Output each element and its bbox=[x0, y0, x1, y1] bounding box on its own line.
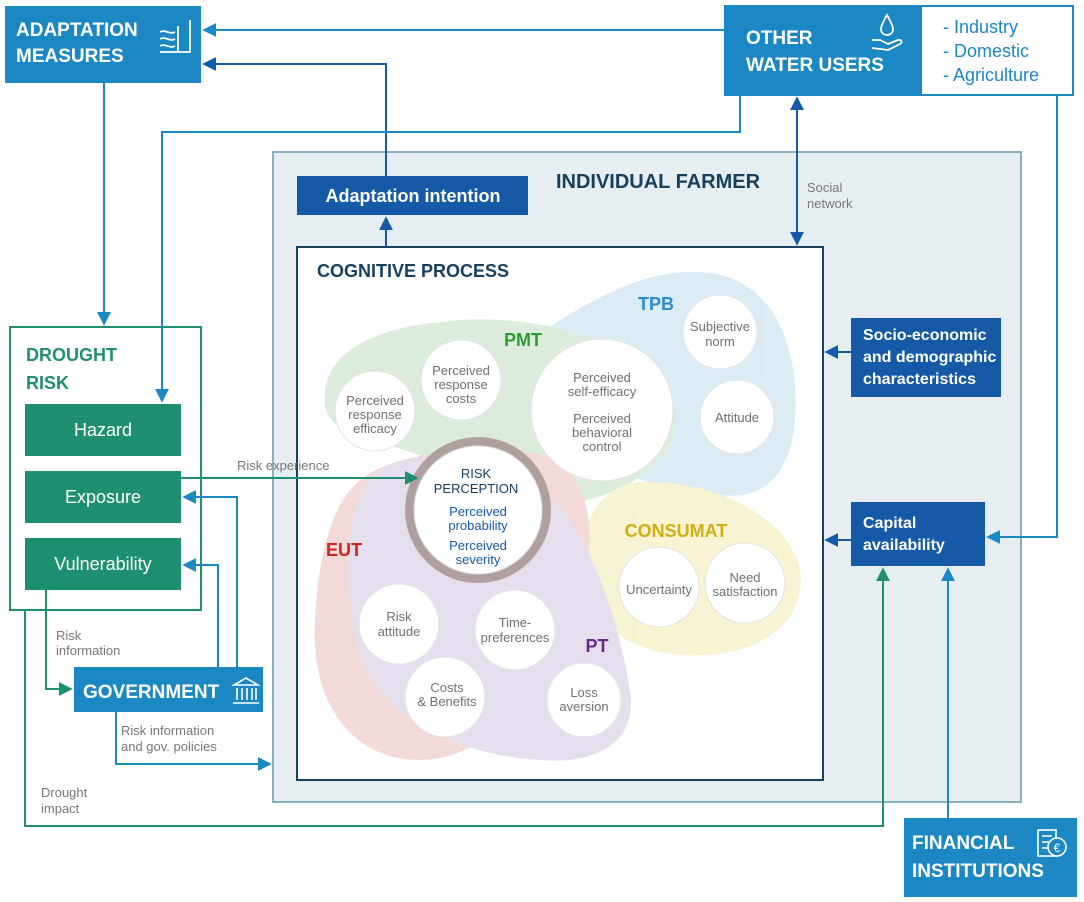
arrow-drought-impact bbox=[24, 567, 890, 827]
svg-text:FINANCIAL: FINANCIAL bbox=[912, 833, 1015, 854]
exposure-label: Exposure bbox=[65, 487, 141, 507]
arrow-government-to-exposure bbox=[182, 490, 238, 667]
vulnerability-box bbox=[25, 538, 181, 590]
svg-text:ADAPTATION: ADAPTATION bbox=[16, 20, 138, 41]
attitude-circle bbox=[699, 379, 775, 455]
svg-text:€: € bbox=[1054, 841, 1061, 855]
costs-benefits-text: Costs& Benefits bbox=[417, 680, 477, 709]
attitude-text: Attitude bbox=[715, 410, 759, 425]
svg-text:RISK: RISK bbox=[26, 373, 69, 393]
arrow-waterusers-to-hazard bbox=[155, 95, 741, 403]
cognitive-process-title: COGNITIVE PROCESS bbox=[317, 261, 509, 281]
individual-farmer-title: INDIVIDUAL FARMER bbox=[556, 171, 761, 193]
hazard-box bbox=[25, 404, 181, 456]
svg-text:WATER USERS: WATER USERS bbox=[746, 55, 884, 76]
time-preferences-circle bbox=[474, 589, 556, 671]
perceived-response-costs-circle bbox=[420, 339, 502, 421]
svg-text:and demographic: and demographic bbox=[863, 349, 996, 366]
pt-label: PT bbox=[585, 636, 608, 656]
svg-text:OTHER: OTHER bbox=[746, 28, 813, 49]
uncertainty-text: Uncertainty bbox=[626, 582, 692, 597]
capital-availability-node: Capital availability bbox=[851, 502, 985, 566]
risk-experience-label: Risk experience bbox=[237, 458, 330, 473]
svg-text:characteristics: characteristics bbox=[863, 371, 976, 388]
arrow-government-to-farmer bbox=[115, 712, 272, 771]
time-preferences-text: Time-preferences bbox=[481, 615, 550, 645]
pmt-label: PMT bbox=[504, 330, 542, 350]
drought-risk-node: DROUGHT RISK Hazard Exposure Vulnerabili… bbox=[9, 326, 202, 611]
svg-text:Socio-economic: Socio-economic bbox=[863, 327, 987, 344]
government-node: GOVERNMENT bbox=[74, 667, 263, 712]
svg-text:availability: availability bbox=[863, 537, 945, 554]
financial-institutions-node: FINANCIAL INSTITUTIONS € bbox=[904, 818, 1077, 897]
perceived-efficacy-control-circle bbox=[530, 338, 674, 482]
risk-perception-circle bbox=[413, 445, 543, 575]
adaptation-intention-node: Adaptation intention bbox=[297, 176, 528, 215]
loss-aversion-circle bbox=[546, 662, 622, 738]
uncertainty-circle bbox=[618, 546, 700, 628]
water-user-industry: - Industry bbox=[943, 17, 1018, 37]
water-hand-icon bbox=[871, 13, 903, 51]
vulnerability-label: Vulnerability bbox=[54, 554, 151, 574]
risk-attitude-circle bbox=[358, 583, 440, 665]
water-user-domestic: - Domestic bbox=[943, 41, 1029, 61]
euro-bank-icon: € bbox=[1037, 829, 1067, 857]
svg-text:Adaptation intention: Adaptation intention bbox=[326, 186, 501, 206]
svg-text:GOVERNMENT: GOVERNMENT bbox=[83, 682, 220, 703]
socio-economic-node: Socio-economic and demographic character… bbox=[851, 318, 1001, 397]
hazard-label: Hazard bbox=[74, 420, 132, 440]
arrow-government-to-vulnerability bbox=[182, 558, 219, 667]
eut-label: EUT bbox=[326, 540, 362, 560]
arrow-vulnerability-to-government bbox=[45, 590, 73, 696]
costs-benefits-circle bbox=[404, 656, 486, 738]
svg-text:INSTITUTIONS: INSTITUTIONS bbox=[912, 861, 1044, 882]
need-satisfaction-circle bbox=[704, 542, 786, 624]
government-building-icon bbox=[231, 677, 261, 704]
adaptation-measures-node: ADAPTATION MEASURES bbox=[5, 6, 201, 83]
svg-text:DROUGHT: DROUGHT bbox=[26, 345, 117, 365]
svg-text:Capital: Capital bbox=[863, 515, 916, 532]
arrow-waterusers-to-capital bbox=[986, 95, 1058, 544]
flood-barrier-icon bbox=[159, 20, 191, 53]
svg-text:MEASURES: MEASURES bbox=[16, 46, 124, 67]
water-user-agriculture: - Agriculture bbox=[943, 65, 1039, 85]
consumat-label: CONSUMAT bbox=[625, 521, 728, 541]
perceived-response-efficacy-circle bbox=[334, 370, 416, 452]
subjective-norm-circle bbox=[682, 294, 758, 370]
tpb-label: TPB bbox=[638, 294, 674, 314]
arrow-intention-to-adaptation bbox=[202, 57, 387, 176]
exposure-box bbox=[25, 471, 181, 523]
other-water-users-node: OTHER WATER USERS - Industry - Domestic … bbox=[724, 5, 1074, 96]
